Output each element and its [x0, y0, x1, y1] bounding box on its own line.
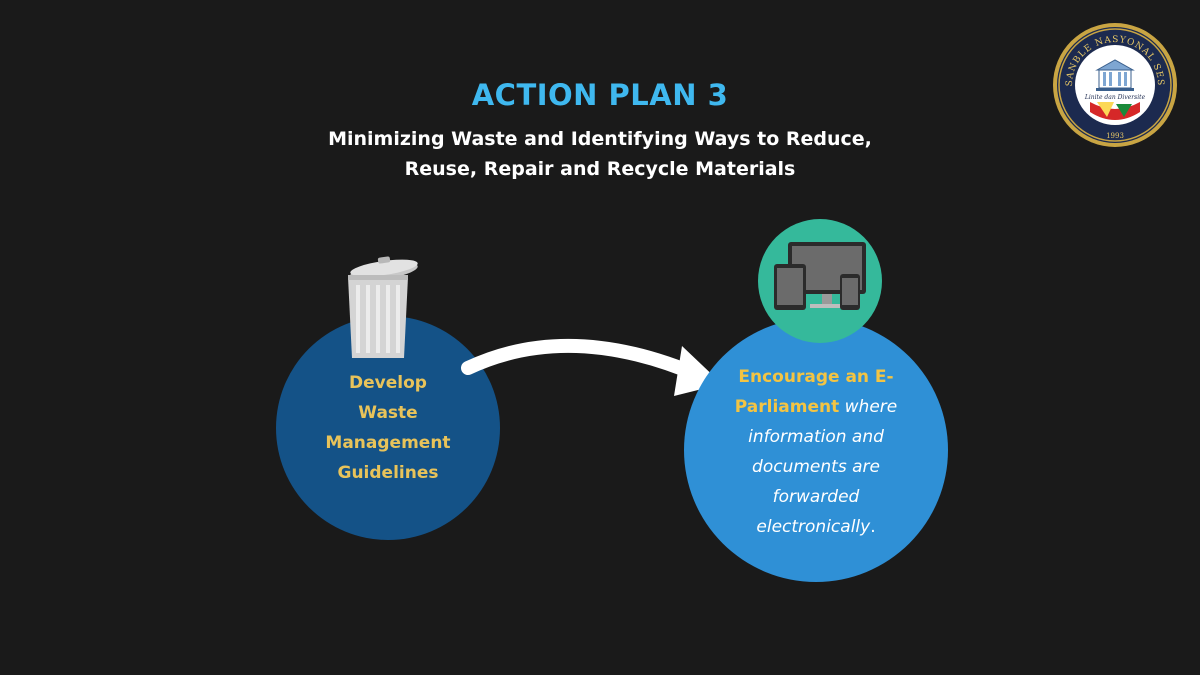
flow-arrow	[461, 338, 722, 396]
devices-icon	[774, 242, 866, 310]
parliament-seal-logo: LASANBLE NASYONAL SESEL Linite dan Diver…	[1052, 22, 1177, 147]
waste-guidelines-label: Develop Waste Management Guidelines	[325, 373, 451, 483]
page-title: ACTION PLAN 3	[471, 78, 729, 112]
e-parliament-node: Encourage an E-Parliament where informat…	[684, 318, 948, 582]
seal-motto: Linite dan Diversite	[1084, 94, 1146, 101]
e-parliament-highlight: Encourage an E-Parliament	[734, 367, 894, 417]
e-parliament-end: .	[870, 517, 876, 537]
trash-can-icon	[348, 256, 418, 358]
e-parliament-body: where information and documents are forw…	[748, 397, 898, 537]
page-subtitle: Minimizing Waste and Identifying Ways to…	[328, 128, 872, 180]
seal-year: 1993	[1106, 132, 1124, 140]
